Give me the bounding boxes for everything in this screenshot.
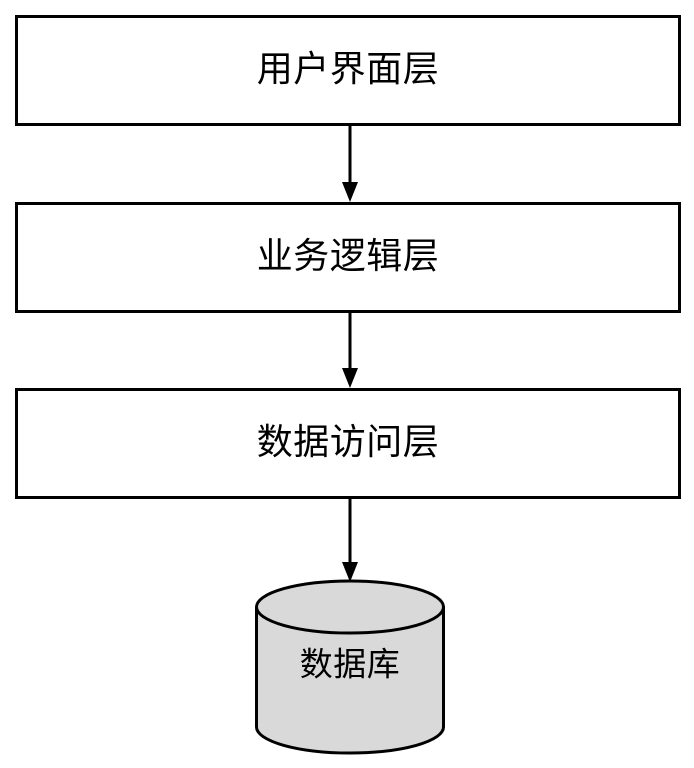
node-database-label: 数据库	[300, 645, 401, 684]
edge-business-to-data-access-arrowhead	[342, 368, 358, 388]
node-database-bottom-fill	[256, 701, 444, 753]
node-ui-layer[interactable]: 用户界面层	[15, 15, 681, 126]
edge-data-access-to-database	[342, 498, 358, 582]
node-data-access-layer-label: 数据访问层	[257, 422, 440, 463]
node-data-access-layer[interactable]: 数据访问层	[15, 388, 681, 499]
node-business-layer-shape	[15, 202, 681, 313]
node-ui-layer-shape	[15, 15, 681, 126]
node-database-top-ellipse	[255, 579, 445, 635]
edge-business-to-data-access	[342, 312, 358, 388]
edge-ui-to-business-arrowhead	[342, 182, 358, 202]
node-database-side-outline	[255, 605, 445, 755]
edge-ui-to-business	[342, 125, 358, 202]
node-business-layer[interactable]: 业务逻辑层	[15, 202, 681, 313]
node-data-access-layer-shape	[15, 388, 681, 499]
node-ui-layer-label: 用户界面层	[257, 49, 440, 90]
node-business-layer-label: 业务逻辑层	[257, 236, 440, 277]
node-database[interactable]: 数据库	[255, 579, 445, 755]
edge-data-access-to-database-arrowhead	[342, 562, 358, 582]
